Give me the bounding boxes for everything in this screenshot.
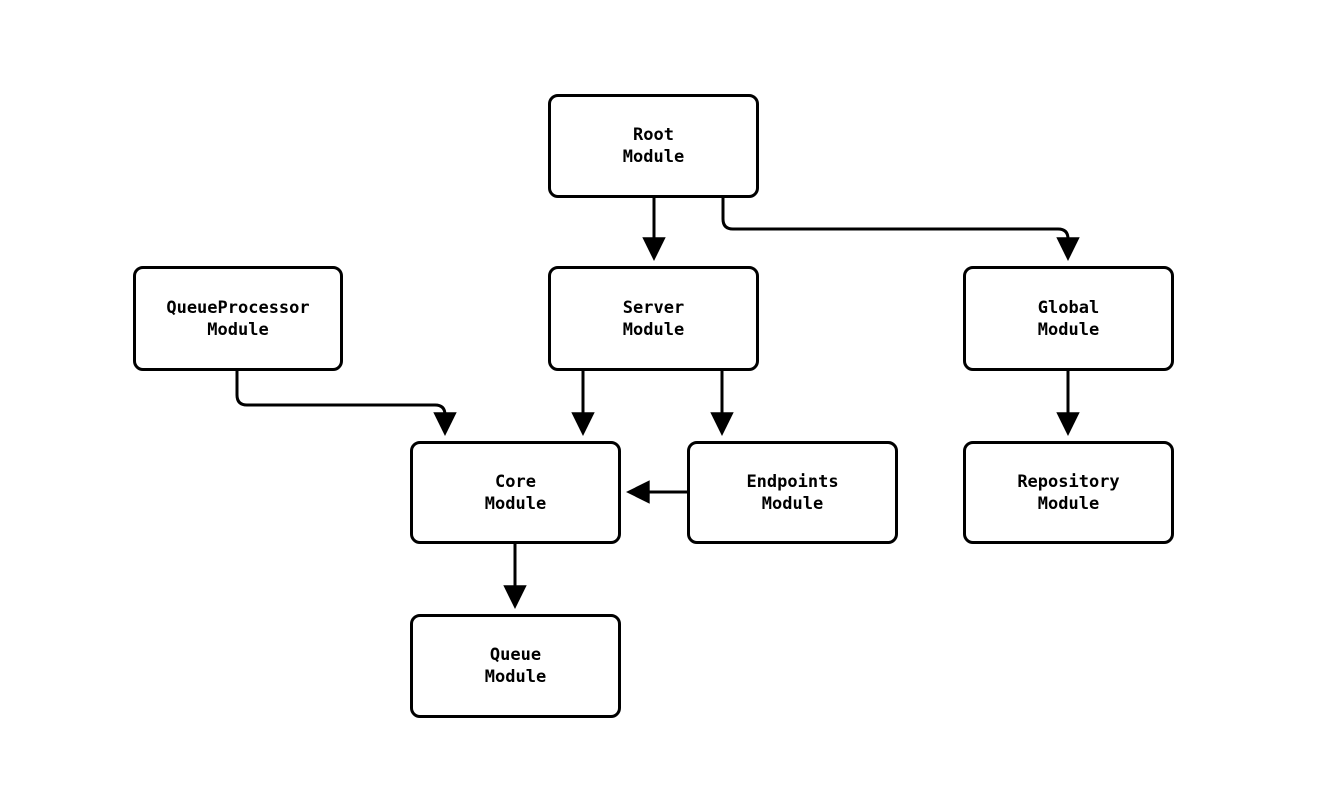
node-endpoints-line2: Module [761, 493, 824, 514]
node-endpoints[interactable]: Endpoints Module [687, 441, 898, 544]
node-queue-line1: Queue [489, 645, 542, 665]
node-server-line1: Server [622, 297, 685, 318]
node-repository[interactable]: Repository Module [963, 441, 1174, 544]
node-root[interactable]: Root Module [548, 94, 759, 198]
node-server[interactable]: Server Module [548, 266, 759, 371]
node-global-line1: Global [1037, 297, 1100, 318]
edge-root-to-global [721, 198, 1080, 261]
node-core-line1: Core [495, 471, 536, 492]
node-queueprocessor-line2: Module [207, 319, 269, 340]
node-repository-line2: Module [1037, 493, 1100, 514]
node-server-line2: Module [622, 319, 685, 340]
node-queueprocessor-line1: QueueProcessor [166, 297, 310, 318]
node-queue-line2: Module [484, 667, 547, 687]
node-queue[interactable]: Queue Module [410, 614, 621, 718]
node-core[interactable]: Core Module [410, 441, 621, 544]
node-global[interactable]: Global Module [963, 266, 1174, 371]
node-core-line2: Module [484, 493, 547, 514]
node-repository-line1: Repository [1017, 471, 1120, 492]
node-queueprocessor[interactable]: QueueProcessor Module [133, 266, 343, 371]
node-root-line2: Module [622, 147, 685, 167]
edge-queueprocessor-to-core [235, 371, 457, 436]
node-global-line2: Module [1037, 319, 1100, 340]
node-root-line1: Root [633, 125, 674, 145]
node-endpoints-line1: Endpoints [746, 471, 839, 492]
